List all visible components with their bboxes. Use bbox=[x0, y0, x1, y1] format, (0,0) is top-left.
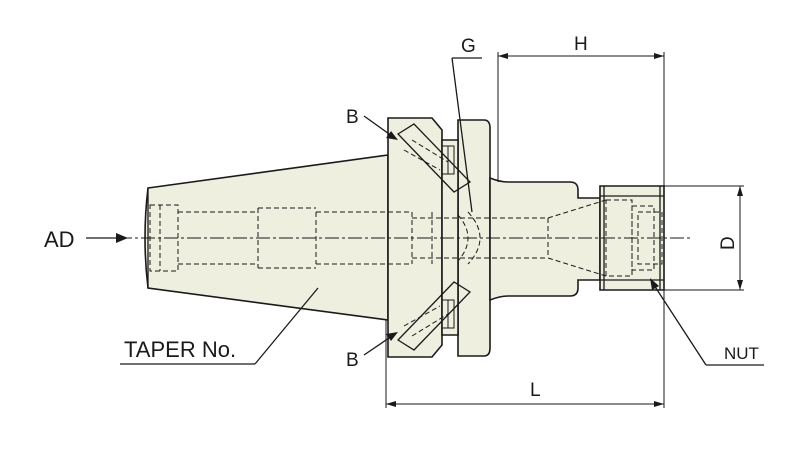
label-nut: NUT bbox=[724, 344, 759, 363]
h-arrow-right bbox=[654, 53, 664, 59]
label-ad: AD bbox=[44, 227, 75, 252]
b-top-leader bbox=[363, 115, 393, 137]
flange bbox=[387, 117, 443, 358]
b-top-arrow bbox=[386, 131, 398, 140]
label-b-top: B bbox=[346, 107, 359, 128]
label-l: L bbox=[530, 380, 541, 401]
d-arrow-top bbox=[737, 186, 743, 196]
hidden-bore bbox=[149, 199, 663, 277]
ad-arrow-head bbox=[116, 233, 128, 243]
label-b-bottom: B bbox=[346, 350, 359, 371]
label-g: G bbox=[461, 36, 476, 57]
nut-leader bbox=[651, 281, 707, 366]
d-arrow-bottom bbox=[737, 280, 743, 290]
drive-holes bbox=[396, 123, 472, 351]
label-taper: TAPER No. bbox=[124, 337, 236, 362]
label-d: D bbox=[718, 236, 739, 250]
l-arrow-right bbox=[654, 401, 664, 407]
l-arrow-left bbox=[386, 401, 396, 407]
taper-leader bbox=[254, 287, 319, 365]
label-h: H bbox=[574, 34, 588, 55]
neck bbox=[489, 176, 601, 302]
g-leader bbox=[451, 57, 473, 213]
h-arrow-left bbox=[498, 53, 508, 59]
b-bottom-arrow bbox=[386, 332, 398, 341]
b-bottom-leader bbox=[363, 335, 393, 356]
nut-arrow bbox=[650, 278, 659, 290]
